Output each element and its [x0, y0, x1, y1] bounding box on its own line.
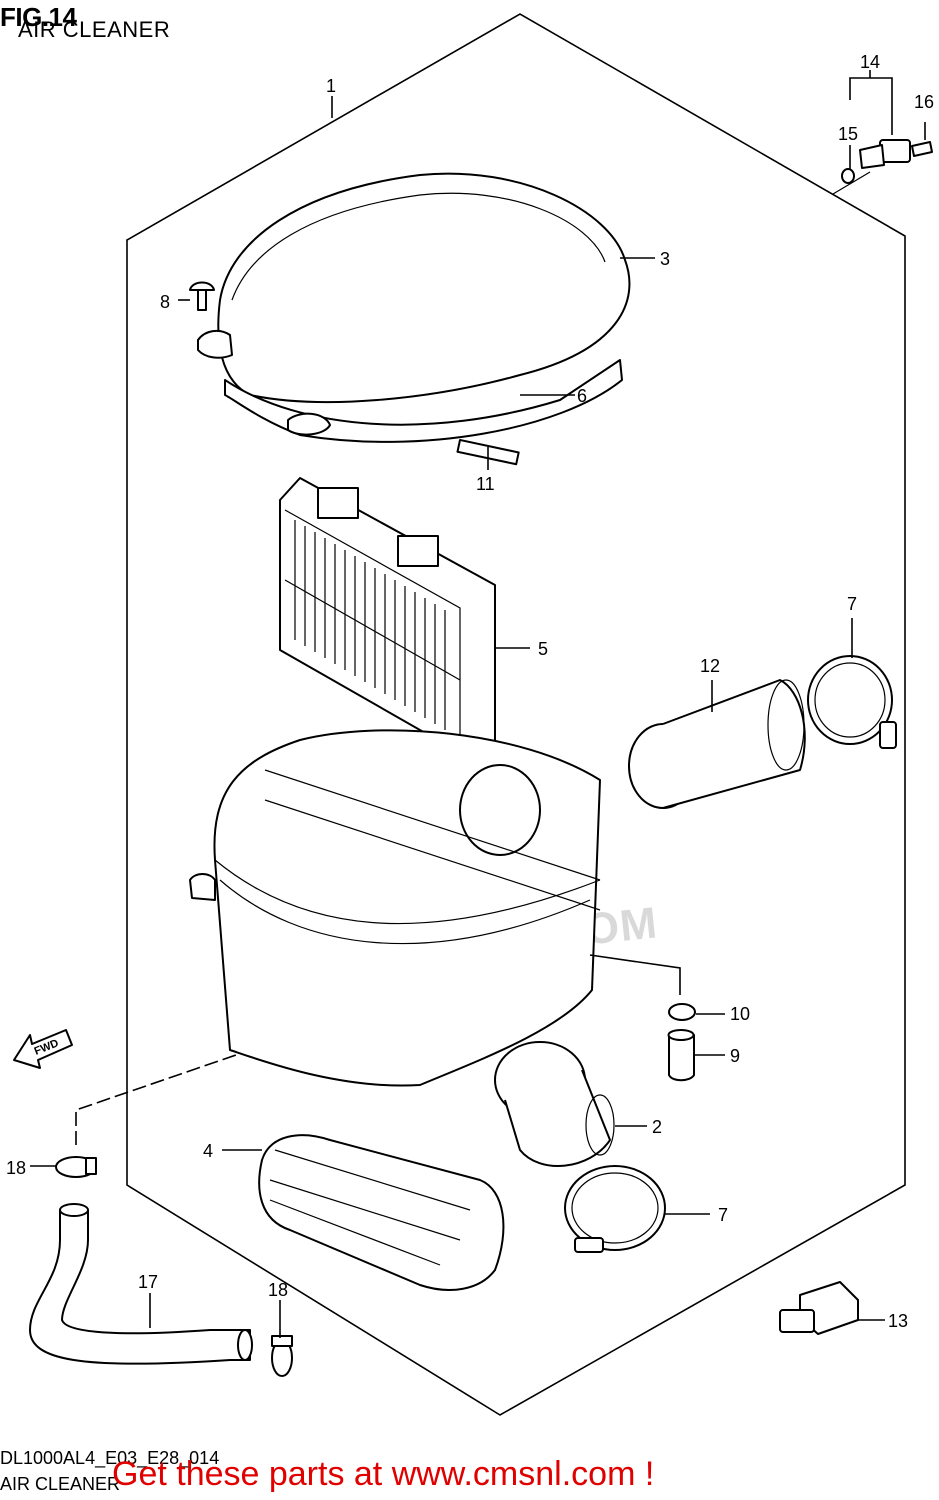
assembly-outline	[126, 13, 906, 1416]
drawing-name: AIR CLEANER	[0, 1474, 121, 1494]
promo-link-text[interactable]: Get these parts at www.cmsnl.com !	[112, 1455, 655, 1493]
part-hose-clamp-a	[55, 1156, 97, 1178]
part-upper-case	[197, 172, 631, 466]
drawing-code: DL1000AL4_E03_E28_014	[0, 1448, 220, 1468]
part-intake-funnel	[628, 679, 806, 809]
part-clamp-upper	[807, 655, 897, 749]
part-throttle-joint	[494, 1041, 615, 1167]
part-intake-temp-sensor	[832, 139, 933, 195]
part-number-3: 3	[660, 249, 670, 269]
part-number-16: 16	[914, 92, 934, 112]
part-number-6: 6	[577, 386, 587, 406]
part-number-7-upper: 7	[847, 594, 857, 614]
part-clip	[668, 1003, 696, 1021]
part-cap	[667, 1029, 695, 1082]
part-clamp-lower	[564, 1165, 666, 1253]
part-number-labels: 1 14 15 16 3 8 6 11 5 7 12 10 9 2 4 18 7…	[6, 52, 934, 1331]
part-lower-case	[189, 729, 601, 1087]
part-number-4: 4	[203, 1141, 213, 1161]
part-number-15: 15	[838, 124, 858, 144]
part-number-8: 8	[160, 292, 170, 312]
part-drain-hose	[29, 1203, 253, 1365]
part-number-12: 12	[700, 656, 720, 676]
part-number-18-left: 18	[6, 1158, 26, 1178]
part-hose-clamp-b	[271, 1335, 293, 1377]
part-number-9: 9	[730, 1046, 740, 1066]
part-number-7-lower: 7	[718, 1205, 728, 1225]
figure-subtitle: AIR CLEANER	[18, 17, 171, 42]
part-filter-element	[279, 477, 496, 751]
part-number-11: 11	[476, 474, 495, 494]
part-number-18-right: 18	[268, 1280, 288, 1300]
part-number-5: 5	[538, 639, 548, 659]
part-inlet-duct	[258, 1134, 505, 1291]
part-number-1: 1	[326, 76, 336, 96]
forward-direction-arrow: FWD	[13, 1029, 73, 1069]
part-connector	[779, 1281, 859, 1335]
part-screw	[189, 281, 215, 311]
leader-lines	[30, 70, 926, 1338]
figure-title: FIG.14	[0, 2, 77, 32]
part-number-17: 17	[138, 1272, 158, 1292]
part-number-14: 14	[860, 52, 880, 72]
part-number-10: 10	[730, 1004, 750, 1024]
part-number-13: 13	[888, 1311, 908, 1331]
part-number-2: 2	[652, 1117, 662, 1137]
